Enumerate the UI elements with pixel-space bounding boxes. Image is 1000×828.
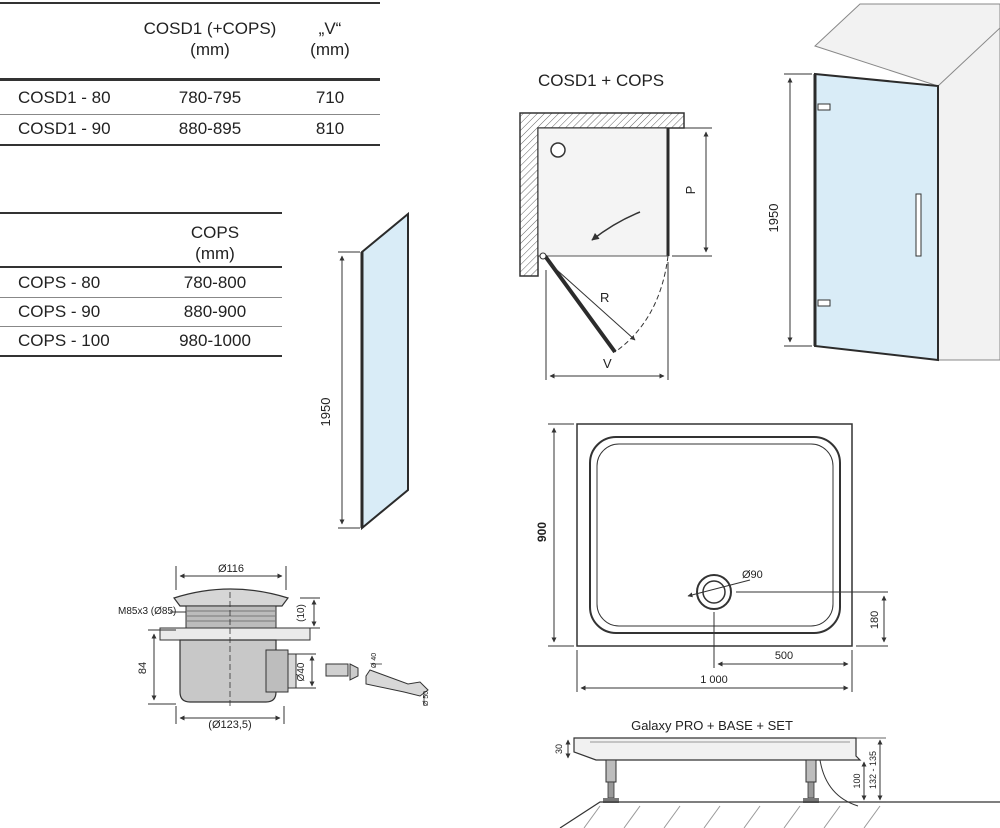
table-header-v: „V“(mm) — [310, 19, 350, 59]
side-h100: 100 — [852, 773, 862, 788]
table-rule-bottom — [0, 144, 380, 146]
table-row: COPS - 100 980-1000 — [18, 331, 251, 350]
drain-d1235: (Ø123,5) — [208, 719, 251, 731]
tray-width-label: 1 000 — [700, 674, 728, 686]
model-table-cops: COPS(mm) COPS - 80 780-800 COPS - 90 880… — [0, 212, 282, 362]
tray-drain-diameter: Ø90 — [742, 569, 763, 581]
side-h30: 30 — [554, 744, 564, 754]
table-rule-bottom — [0, 355, 282, 357]
side-h132: 132 - 135 — [868, 751, 878, 789]
table-header-width: COSD1 (+COPS)(mm) — [143, 19, 277, 59]
drain-diameter-116: Ø116 — [218, 563, 244, 575]
table-header-width: COPS(mm) — [190, 223, 240, 263]
drain-d40: Ø40 — [296, 662, 307, 681]
side-title: Galaxy PRO + BASE + SET — [631, 718, 793, 733]
table-rule-top — [0, 212, 282, 214]
table-rule-top — [0, 2, 380, 4]
drain-small-50: Ø 50 — [423, 691, 430, 706]
table-row: COSD1 - 80 780-795 710 — [18, 88, 345, 107]
table-rule-header — [0, 78, 380, 81]
drain-detail: Ø116 M85x3 (Ø85) (10) 84 Ø40 (Ø123,5) Ø … — [118, 563, 430, 731]
tray-side-view: Galaxy PRO + BASE + SET 30 100 132 - 135 — [554, 718, 1000, 828]
table-rule-header — [0, 266, 282, 268]
plan-label-r: R — [600, 290, 609, 305]
table-rule-row — [0, 297, 282, 298]
plan-label-p: P — [683, 186, 698, 195]
table-rule-row — [0, 114, 380, 115]
tray-drain-dim: 180 — [869, 611, 881, 629]
tray-depth-label: 900 — [535, 522, 549, 542]
door-height-label: 1950 — [766, 204, 781, 233]
side-panel-drawing: 1950 — [318, 211, 409, 531]
model-table-cosd1: COSD1 (+COPS)(mm) „V“(mm) COSD1 - 80 780… — [0, 0, 380, 150]
drain-h84: 84 — [137, 662, 149, 674]
panel-height-label: 1950 — [318, 398, 333, 427]
tray-top-view: Ø90 900 180 500 1 000 — [535, 423, 888, 692]
table-row: COPS - 90 880-900 — [18, 302, 247, 321]
plan-title: COSD1 + COPS — [538, 71, 664, 90]
drain-small-40: Ø 40 — [371, 653, 378, 668]
table-row: COPS - 80 780-800 — [18, 273, 247, 292]
tray-drain-offset: 500 — [775, 650, 793, 662]
table-rule-row — [0, 326, 282, 327]
plan-label-v: V — [603, 356, 612, 371]
drain-h10: (10) — [296, 604, 307, 622]
door-drawing: 1950 — [766, 3, 1000, 362]
plan-view-drawing: COSD1 + COPS R V P — [519, 71, 712, 380]
table-row: COSD1 - 90 880-895 810 — [18, 119, 345, 138]
drain-thread-label: M85x3 (Ø85) — [118, 606, 176, 617]
